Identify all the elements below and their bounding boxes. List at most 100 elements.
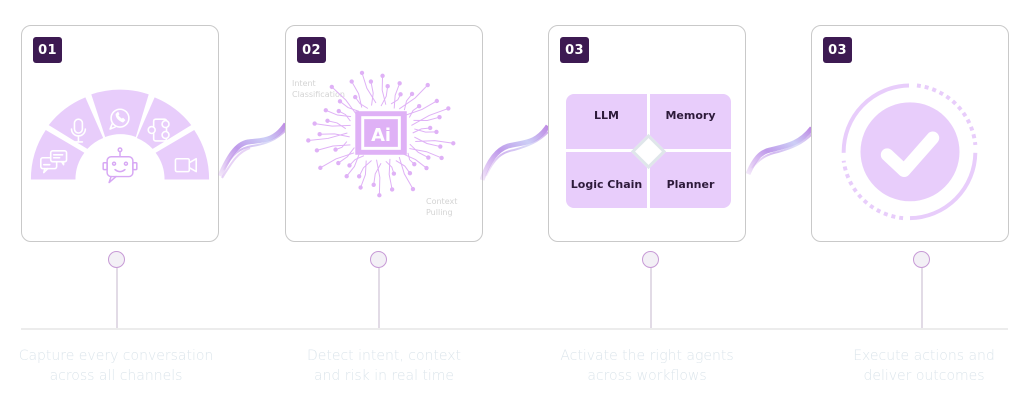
circuit-trace [331, 86, 358, 116]
step-caption-3: Activate the right agents across workflo… [560, 348, 734, 384]
agent-cell-llm: LLM [566, 94, 647, 149]
circuit-node [349, 79, 354, 84]
circuit-trace [388, 158, 393, 190]
circuit-trace [409, 147, 442, 159]
circuit-node [347, 163, 352, 168]
circuit-node [407, 171, 413, 176]
step-badge: 02 [297, 37, 326, 63]
circuit-node [336, 160, 341, 166]
mobile-messaging-icon [147, 118, 170, 142]
circuit-trace [316, 144, 351, 151]
circuit-node [371, 182, 376, 187]
connector-ribbon-1 [218, 122, 288, 179]
circuit-trace [354, 96, 369, 109]
step-caption-4: Execute actions and deliver outcomes [853, 348, 995, 384]
chip-icon: Ai [355, 111, 407, 155]
circuit-trace [338, 147, 355, 164]
circuit-trace [415, 140, 454, 144]
timeline-node-4 [913, 251, 930, 268]
step-card-3: 03 LLM Memory Logic Chain Planner [548, 25, 746, 242]
agent-cell-planner: Planner [650, 152, 731, 208]
circuit-trace [358, 160, 372, 177]
circuit-node [318, 165, 323, 171]
circuit-trace [361, 72, 377, 104]
circuit-trace [338, 110, 351, 122]
circuit-node [380, 73, 385, 78]
circuit-trace [308, 132, 348, 141]
circuit-node [391, 171, 397, 176]
agent-cell-logic-chain: Logic Chain [566, 152, 647, 208]
timeline-node-1 [108, 251, 125, 268]
circuit-trace [412, 127, 431, 134]
circuit-trace [408, 105, 420, 118]
timeline-stem-2 [378, 268, 380, 328]
circuit-trace [346, 154, 360, 177]
step-card-2: 02 Intent Classification Context Pulling… [285, 25, 483, 242]
circuit-trace [376, 159, 381, 196]
circuit-node [356, 174, 362, 179]
timeline-stem-3 [650, 268, 652, 328]
agent-grid: LLM Memory Logic Chain Planner [566, 94, 731, 208]
circuit-node [451, 141, 456, 146]
agent-cell-memory: Memory [650, 94, 731, 149]
timeline-node-3 [642, 251, 659, 268]
whatsapp-icon [109, 108, 130, 130]
progress-ring-solid-bottom [909, 152, 978, 221]
timeline-baseline [21, 328, 1008, 330]
circuit-trace [381, 75, 387, 105]
circuit-node [397, 81, 402, 86]
circuit-trace [409, 143, 429, 159]
circuit-node [329, 84, 334, 90]
circuit-node [389, 187, 395, 192]
circuit-trace [385, 160, 395, 174]
circuit-node [437, 114, 442, 120]
step-badge: 03 [823, 37, 852, 63]
circuit-node [427, 125, 433, 131]
circuit-trace [401, 152, 427, 169]
circuit-trace [398, 84, 429, 110]
microphone-icon [70, 118, 87, 143]
circuit-trace [351, 81, 363, 108]
step-card-1: 01 [21, 25, 219, 242]
timeline-stem-1 [116, 268, 118, 328]
step-badge: 01 [33, 37, 62, 63]
circuit-node [439, 155, 444, 161]
circuit-node [434, 98, 439, 104]
circuit-node [410, 186, 416, 192]
circuit-node [337, 99, 343, 104]
circuit-node [434, 129, 439, 135]
circuit-node [333, 147, 338, 152]
circuit-node [425, 82, 430, 88]
circuit-trace [339, 100, 360, 112]
check-circle-fill [860, 102, 960, 202]
circuit-trace [370, 81, 374, 106]
circuit-trace [411, 107, 449, 126]
omnichannel-fan [30, 89, 210, 184]
circuit-node [416, 104, 422, 109]
circuit-node [409, 91, 415, 97]
fan-segment-whatsapp [91, 89, 149, 137]
circuit-trace [414, 128, 437, 133]
connector-ribbon-2 [480, 124, 550, 181]
circuit-node [325, 118, 330, 123]
circuit-node [323, 108, 328, 113]
circuit-node [446, 106, 451, 111]
intent-classification-label: Intent Classification [292, 79, 345, 99]
circuit-node [336, 108, 341, 114]
circuit-trace [413, 116, 440, 121]
chip-label: Ai [371, 125, 391, 146]
circuit-trace [319, 133, 350, 138]
circuit-node [314, 148, 320, 153]
circuit-trace [395, 160, 411, 174]
circuit-trace [393, 83, 401, 109]
circuit-trace [335, 141, 348, 151]
fan-segment-voice [48, 97, 104, 149]
chat-icon [40, 150, 68, 174]
timeline-node-2 [370, 251, 387, 268]
circuit-node [368, 79, 374, 84]
connector-ribbon-3 [746, 126, 814, 175]
circuit-node [377, 193, 382, 198]
circuit-trace [349, 155, 365, 166]
circuit-trace [327, 120, 347, 130]
circuit-trace [403, 93, 413, 111]
